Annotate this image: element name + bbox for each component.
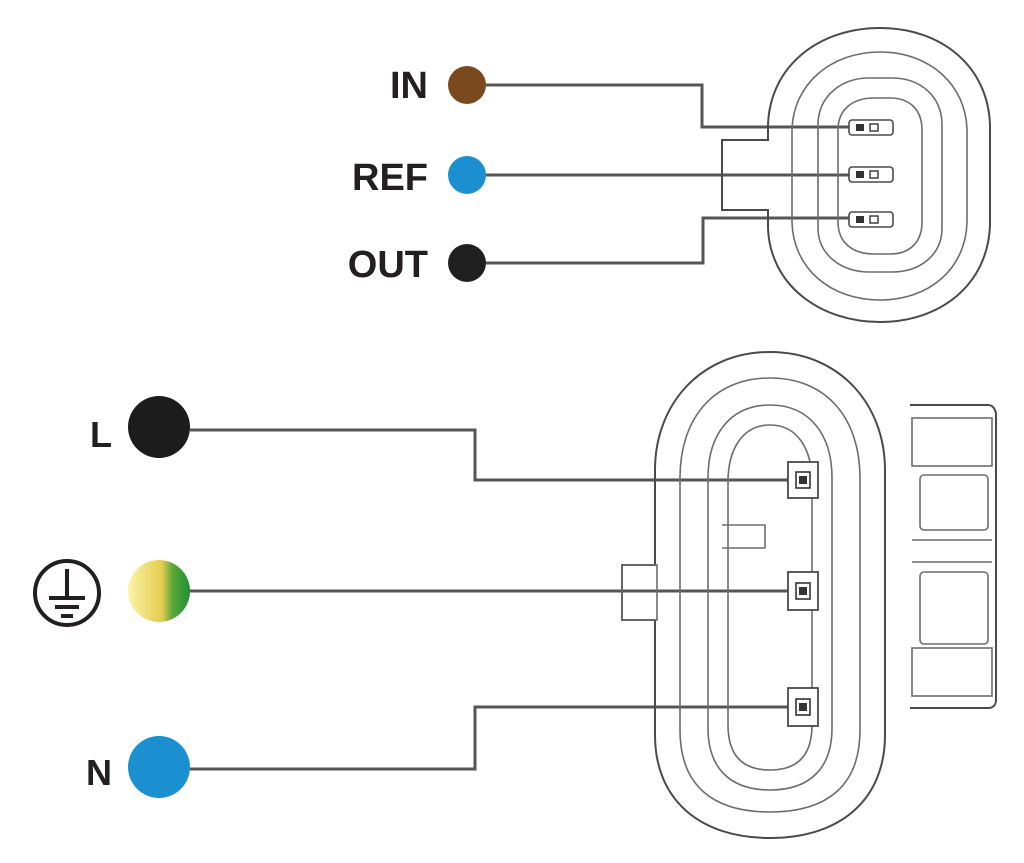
pin-dot-ref: [448, 156, 486, 194]
bottom-connector-cavity-inner: [727, 424, 813, 771]
top-terminal-3: [848, 211, 894, 228]
top-connector-housing-outer: [721, 26, 991, 324]
top-connector-cavity-outer: [817, 77, 943, 273]
wire-n: [190, 705, 800, 771]
pin-dot-l: [128, 396, 190, 458]
pin-dot-pe: [128, 560, 190, 622]
bottom-connector-housing-outer: [621, 350, 886, 840]
bottom-connector: L N: [33, 350, 997, 840]
wire-in: [486, 83, 872, 129]
pin-label-ref: REF: [352, 157, 428, 199]
top-terminal-1: [848, 119, 894, 136]
pin-label-n: N: [86, 752, 112, 793]
wire-l: [190, 428, 800, 482]
pin-label-l: L: [90, 414, 112, 455]
wire-out: [486, 216, 872, 265]
pin-dot-n: [128, 736, 190, 798]
protective-earth-icon: [33, 559, 101, 627]
top-connector: IN REF OUT: [348, 26, 991, 324]
bottom-connector-housing-inner: [679, 377, 861, 813]
top-terminal-2: [848, 166, 894, 183]
pin-label-out: OUT: [348, 244, 428, 286]
bottom-connector-key: [722, 524, 766, 549]
bottom-connector-side-tab: [621, 564, 658, 621]
bottom-terminal-pe: [787, 571, 819, 611]
bottom-terminal-l: [787, 461, 819, 499]
pin-dot-out: [448, 244, 486, 282]
top-connector-housing-inner: [791, 51, 968, 301]
bottom-connector-cavity-outer: [707, 404, 833, 791]
pin-label-in: IN: [390, 65, 428, 107]
bottom-connector-latch: [910, 404, 997, 709]
top-connector-cavity-inner: [837, 97, 923, 255]
bottom-terminal-n: [787, 687, 819, 727]
pin-dot-in: [448, 66, 486, 104]
